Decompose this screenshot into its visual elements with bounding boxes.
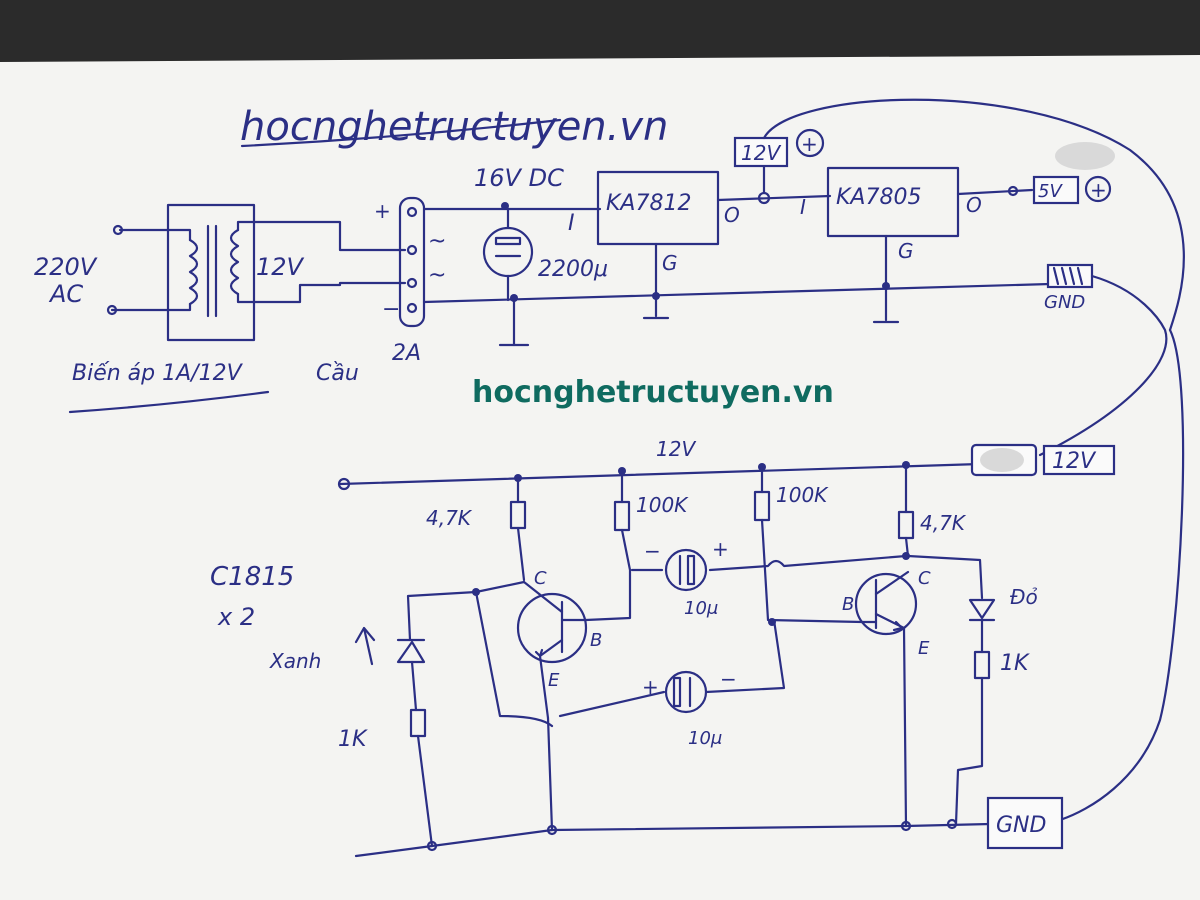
ground-rail [422,282,1052,304]
cap2-label: 10μ [688,728,722,749]
bridge-ac-label-1: ~ [428,229,446,254]
filter-capacitor [482,202,534,347]
cap1-label: 10μ [684,598,718,619]
capacitor-c1 [630,548,910,592]
input-12v-box [1042,444,1116,476]
gnd-box-bottom [986,796,1064,850]
cap2-minus: − [720,667,737,691]
transistor-label: C1815 [210,562,294,592]
out-12v-plus-icon [795,128,825,158]
r4-label: 4,7K [920,511,967,535]
r2-label: 100K [636,493,689,517]
bridge-ac-label-2: ~ [428,263,446,288]
out-5v-plus-icon [1084,175,1112,203]
input-12v-label: 12V [1052,449,1097,474]
gnd-connector-hatch [1052,266,1084,286]
wire-12v-to-flasher [762,98,1185,332]
transistor-count: x 2 [217,603,255,631]
q1-pin-c: C [534,568,547,589]
r-led-left-label: 1K [338,727,368,752]
rail-12v-label: 12V [656,437,696,461]
reg5-pin-in: I [800,195,806,219]
regulator-ka7812: KA7812 [596,170,720,320]
reg12-pin-out: O [724,203,740,227]
bridge-minus-label: − [382,297,400,322]
reg5-name: KA7805 [836,185,921,210]
title-underline [240,118,562,148]
wire-gnd-to-flasher [1058,328,1185,822]
reg12-name: KA7812 [606,191,691,216]
reg12-pin-gnd: G [662,251,678,275]
r3-label: 100K [776,483,829,507]
reg12-to-reg5-wire [716,194,832,202]
transformer-label-underline [68,390,270,414]
led-left-label: Xanh [269,649,321,673]
dc-voltage-label: 16V DC [474,164,564,192]
q2-pin-b: B [842,594,854,615]
gnd-label-bottom: GND [996,813,1046,838]
r-led-right-label: 1K [1000,651,1030,676]
watermark: hocnghetructuyen.vn [472,375,834,410]
reg5-pin-out: O [966,193,982,217]
q1-pin-e: E [548,670,560,691]
blurred-connector [980,448,1024,472]
q2-pin-c: C [918,568,931,589]
out-12v-box [733,136,789,168]
bridge-rectifier [398,196,426,328]
r1-label: 4,7K [426,506,473,530]
bridge-label: Cầu [316,361,359,386]
cap1-minus: − [644,539,661,563]
gnd-label-top: GND [1044,292,1085,313]
reg12-pin-in: I [568,211,575,236]
out-12v-plus: + [801,132,818,156]
capacitor-c2 [664,618,786,714]
filter-cap-label: 2200μ [538,257,608,282]
blurred-spot [1055,142,1115,170]
bridge-current-label: 2A [392,341,421,366]
transformer [106,203,407,342]
input-type-label: AC [48,280,83,308]
led-left-arrow-icon [354,626,376,666]
paper-sheet [0,55,1200,900]
out-5v-box [1032,175,1080,205]
input-voltage-label: 220V [34,253,98,281]
transistor-q2 [854,570,918,828]
reg5-pin-gnd: G [898,239,914,263]
out-5v-plus: + [1090,178,1107,202]
cap1-plus: + [712,537,729,561]
out-5v-label: 5V [1038,181,1063,202]
cap2-plus: + [642,675,659,699]
rail-12v [338,462,982,486]
led-right-label: Đỏ [1010,585,1038,609]
reg5-output-wire [956,188,1034,196]
q2-pin-e: E [918,638,930,659]
q1-pin-b: B [590,630,602,651]
regulator-ka7805: KA7805 [826,166,960,324]
bridge-plus-label: + [374,199,391,223]
transistor-q1 [516,580,588,720]
out-12v-label: 12V [741,141,781,165]
transformer-label: Biến áp 1A/12V [72,361,244,386]
wire-gnd-route [1038,274,1168,457]
secondary-voltage-label: 12V [256,253,305,281]
